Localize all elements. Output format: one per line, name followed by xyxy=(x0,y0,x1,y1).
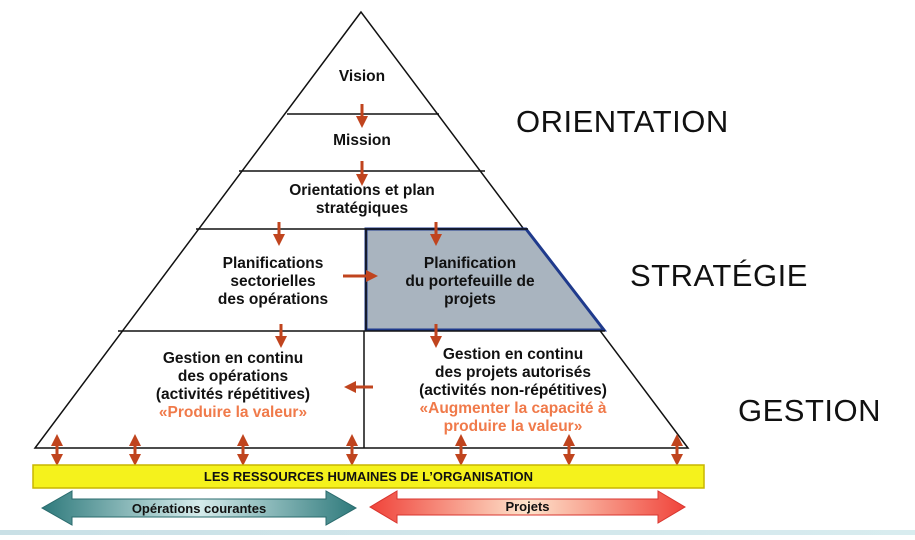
gestion-operations-label: Gestion en continu des opérations (activ… xyxy=(128,350,338,422)
planif-sect-line-2: sectorielles xyxy=(230,273,316,290)
planif-portefeuille-label: Planification du portefeuille de projets xyxy=(380,255,560,309)
gest-proj-line-1: Gestion en continu xyxy=(442,346,584,363)
gest-op-line-1: Gestion en continu xyxy=(162,350,304,367)
gest-op-quote: «Produire la valeur» xyxy=(158,404,308,421)
gest-proj-line-3: (activités non-répétitives) xyxy=(419,382,607,399)
projects-arrow-label: Projets xyxy=(505,499,550,514)
projects-arrow xyxy=(369,490,686,524)
strategie-label: STRATÉGIE xyxy=(630,258,808,293)
gestion-side-label: GESTION xyxy=(738,393,882,428)
gest-proj-quote-line-2: produire la valeur» xyxy=(443,418,583,435)
gestion-projets-label: Gestion en continu des projets autorisés… xyxy=(384,346,642,436)
gest-proj-line-2: des projets autorisés xyxy=(435,364,591,381)
planif-sectorielles-label: Planifications sectorielles des opératio… xyxy=(196,255,350,309)
planif-port-line-2: du portefeuille de xyxy=(405,273,535,290)
gest-op-line-3: (activités répétitives) xyxy=(155,386,311,403)
gest-proj-quote-line-1: «Augmenter la capacité à xyxy=(419,400,607,417)
planif-port-line-3: projets xyxy=(444,291,496,308)
planif-sect-line-1: Planifications xyxy=(222,255,324,272)
operations-arrow xyxy=(40,490,358,526)
gest-op-line-2: des opérations xyxy=(177,368,289,385)
vision-label: Vision xyxy=(338,68,386,85)
orientation-label: ORIENTATION xyxy=(516,104,729,139)
resources-bar-label: LES RESSOURCES HUMAINES DE L’ORGANISATIO… xyxy=(203,469,534,484)
planif-sect-line-3: des opérations xyxy=(217,291,329,308)
orientations-line-1: Orientations et plan xyxy=(289,182,435,199)
operations-arrow-label: Opérations courantes xyxy=(131,501,267,516)
orientations-label: Orientations et plan stratégiques xyxy=(250,182,474,218)
planif-port-line-1: Planification xyxy=(423,255,517,272)
bottom-decorative-line xyxy=(0,530,915,535)
resources-bar xyxy=(32,464,705,489)
mission-label: Mission xyxy=(333,132,391,149)
orientations-line-2: stratégiques xyxy=(315,200,409,217)
